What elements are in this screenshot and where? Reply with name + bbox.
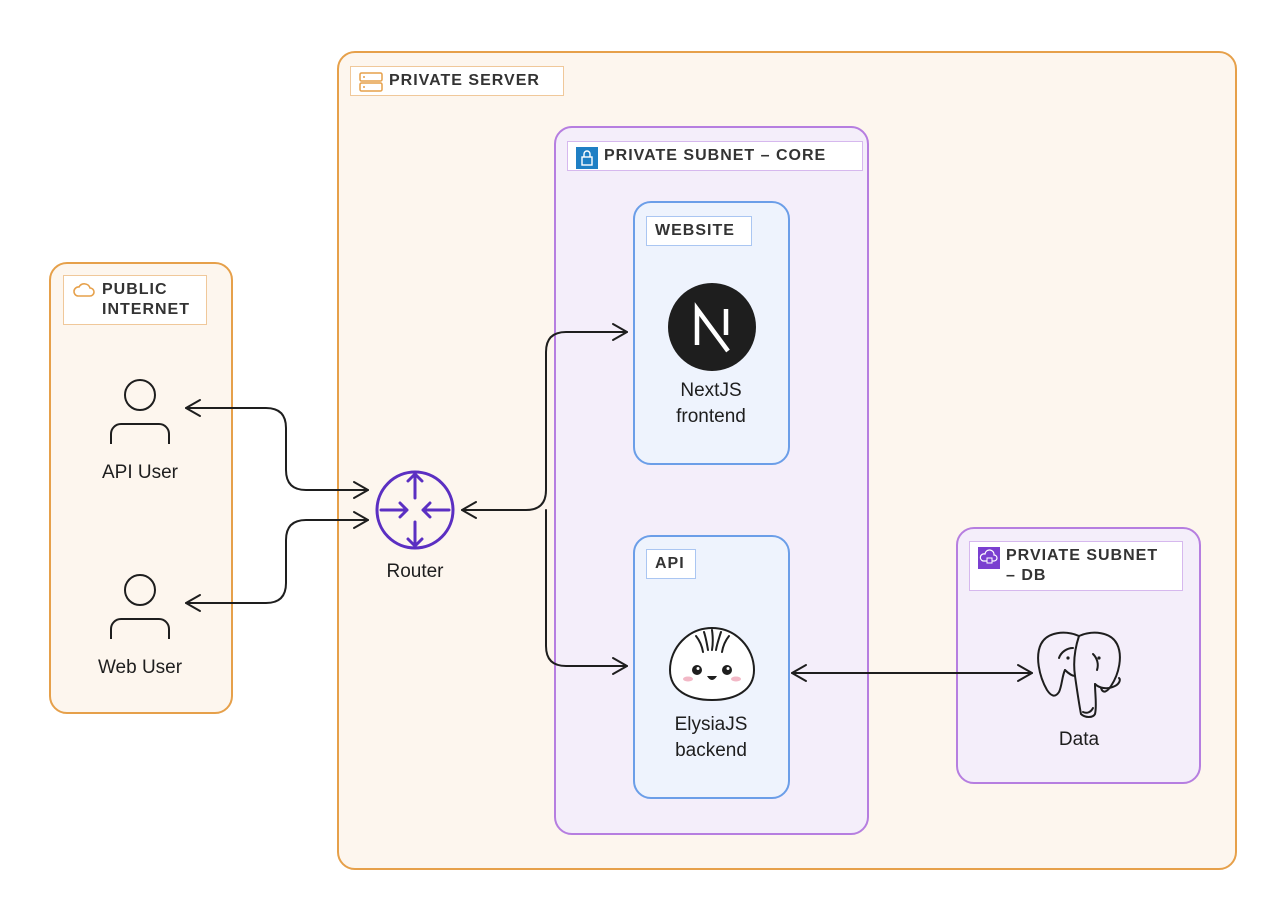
edge-router-api-user xyxy=(185,407,369,491)
public-internet-group xyxy=(49,262,233,714)
public-internet-label: PUBLIC INTERNET xyxy=(102,281,190,318)
private-server-label: PRIVATE SERVER xyxy=(389,72,540,89)
edge-router-web-user xyxy=(185,519,369,604)
website-tag: WEBSITE xyxy=(646,216,752,246)
data-label: Data xyxy=(1058,729,1100,750)
website-label: WEBSITE xyxy=(655,222,735,239)
api-tag: API xyxy=(646,549,696,579)
cloud-icon xyxy=(72,281,96,299)
public-internet-tag: PUBLIC INTERNET xyxy=(63,275,207,325)
postgres-elephant-icon xyxy=(1035,628,1123,725)
private-subnet-core-label: PRIVATE SUBNET – CORE xyxy=(604,147,827,164)
web-user-label: Web User xyxy=(97,657,183,678)
web-user-icon xyxy=(108,571,172,646)
private-subnet-db-label: PRVIATE SUBNET – DB xyxy=(1006,547,1159,584)
private-subnet-db-tag: PRVIATE SUBNET – DB xyxy=(969,541,1183,591)
nextjs-label: NextJS frontend xyxy=(676,380,746,427)
lock-icon xyxy=(576,147,598,169)
server-icon xyxy=(359,72,383,92)
edge-router-elysiajs xyxy=(545,509,628,667)
private-subnet-core-tag: PRIVATE SUBNET – CORE xyxy=(567,141,863,171)
database-lock-icon xyxy=(978,547,1000,569)
router-icon xyxy=(375,470,455,555)
edge-router-nextjs xyxy=(461,331,628,511)
router-label: Router xyxy=(386,561,444,582)
api-user-icon xyxy=(108,376,172,451)
api-user-label: API User xyxy=(101,462,179,483)
api-label: API xyxy=(655,555,685,572)
elysia-bun-logo xyxy=(666,624,758,709)
nextjs-logo xyxy=(668,283,756,376)
private-server-tag: PRIVATE SERVER xyxy=(350,66,564,96)
elysiajs-label: ElysiaJS backend xyxy=(674,714,748,761)
